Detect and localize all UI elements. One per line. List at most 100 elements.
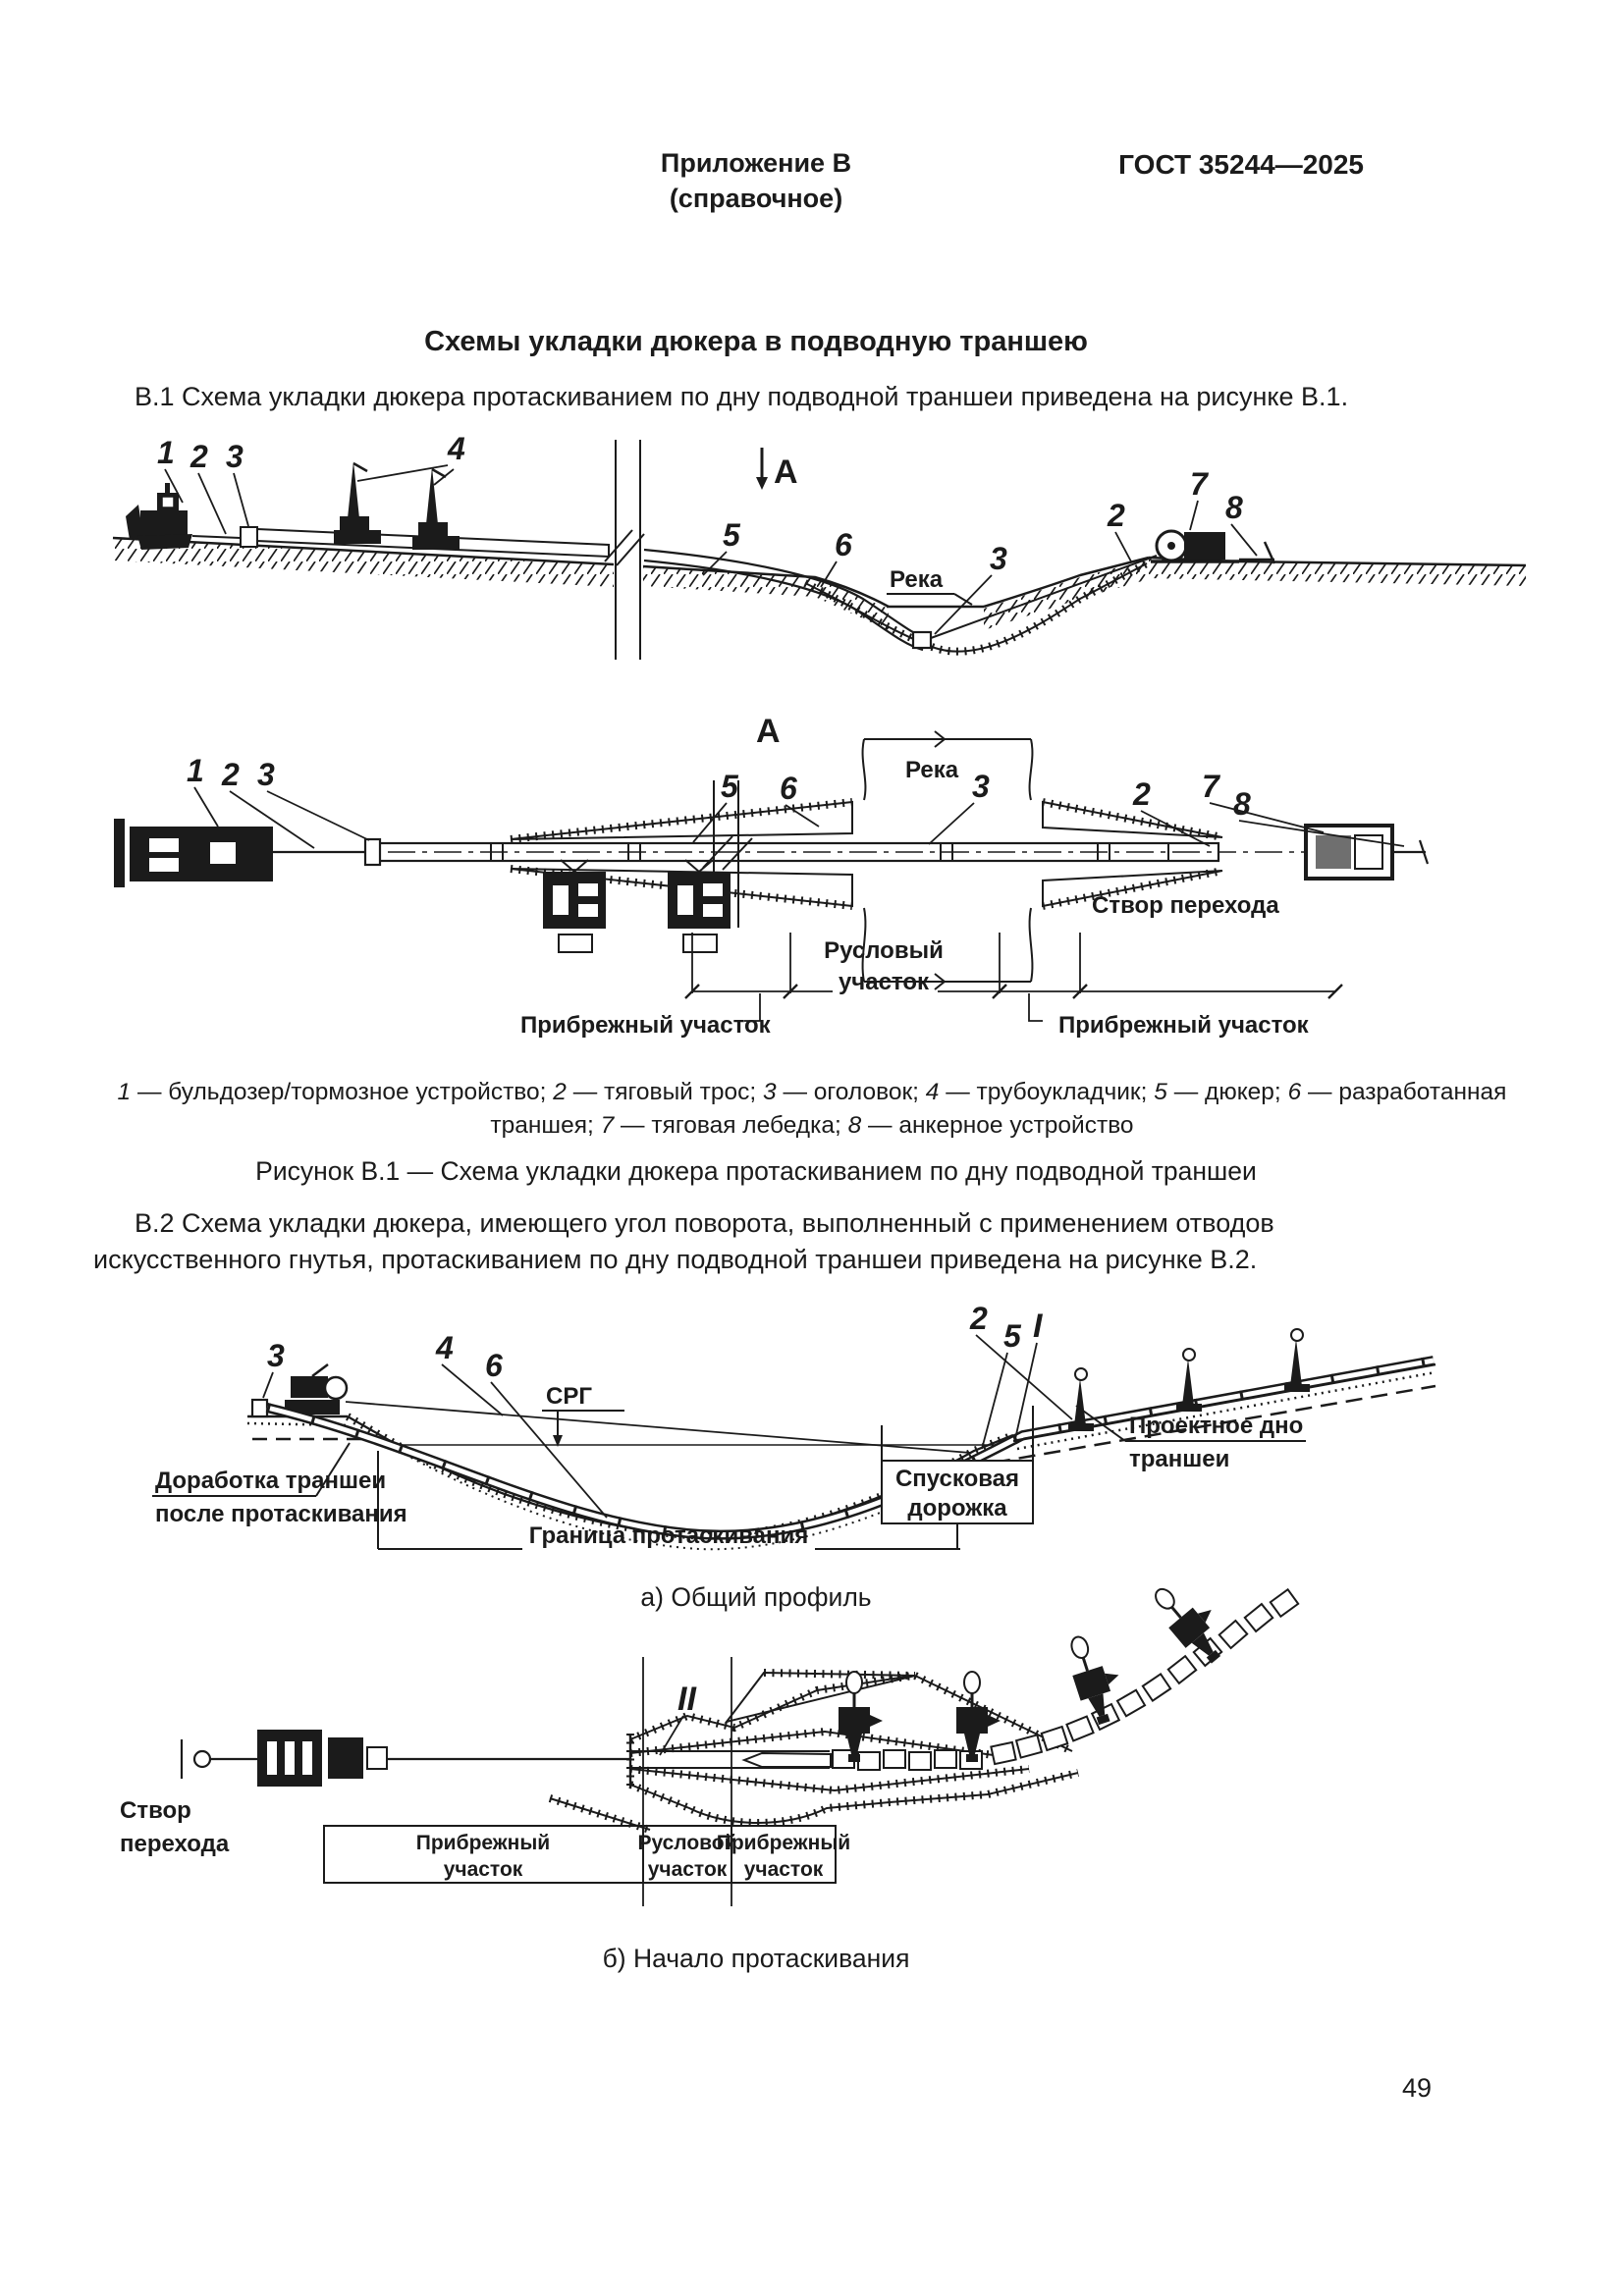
section-a-marker: А (756, 448, 798, 491)
crane-plan-icon (839, 1671, 883, 1762)
stvor-perekhoda-label: Створ перехода (1092, 892, 1279, 919)
figure-b1-legend: 1 — бульдозер/тормозное устройство; 2 — … (117, 1079, 1507, 1139)
section-ii-label: II (677, 1681, 697, 1718)
page-number: 49 (1401, 2073, 1432, 2103)
trench-plan-hatched (548, 1669, 1079, 1834)
bulldozer-plan-icon (114, 819, 365, 887)
label-2-right: 2 (1132, 776, 1151, 812)
river-label-group: Река (887, 566, 973, 606)
zone-left-label: Прибрежный участок (520, 1012, 772, 1039)
spuskovaya-line1: Спусковая (895, 1466, 1019, 1492)
label-2-right: 2 (1107, 498, 1125, 533)
davit-icon (1068, 1367, 1094, 1431)
appendix-heading: Приложение В (справочное) (93, 145, 1419, 216)
zone-mid-label2: участок (839, 969, 930, 995)
davit-icon (1176, 1348, 1202, 1412)
label-3: 3 (257, 757, 275, 792)
winch-icon (1151, 529, 1239, 563)
appendix-label: Приложение В (660, 148, 852, 178)
granitsa-bracket: Граница протаскивания (377, 1451, 960, 1550)
label-6: 6 (485, 1348, 503, 1383)
winch-plan-icon (1304, 824, 1430, 881)
figure-b2a-caption: а) Общий профиль (640, 1582, 872, 1612)
label-7: 7 (1202, 769, 1221, 804)
river-label: Река (890, 566, 944, 593)
spuskovaya-box: Спусковая дорожка (881, 1406, 1034, 1549)
label-3: 3 (267, 1338, 285, 1373)
zone-mid-line1: Русловой (637, 1832, 736, 1854)
zone-right-label: Прибрежный участок (1058, 1012, 1310, 1039)
pull-head-plan-icon (363, 837, 382, 867)
section-ii-marker: II (659, 1681, 697, 1756)
proekt-line2: траншеи (1129, 1446, 1229, 1472)
figure-b1-caption: Рисунок В.1 — Схема укладки дюкера прота… (255, 1156, 1257, 1186)
river-plan-label: Река (905, 757, 959, 783)
section-i-marker: I (1033, 1308, 1044, 1345)
label-3: 3 (226, 439, 244, 474)
label-6: 6 (835, 527, 852, 562)
crane-plan-icon (956, 1671, 1001, 1762)
label-4: 4 (447, 431, 465, 466)
crane-plan-icon (1070, 1635, 1119, 1726)
river-plan: Река (861, 730, 1034, 990)
figure-b1b-labels: 1 2 3 5 6 3 2 7 8 (187, 753, 1405, 849)
label-8: 8 (1225, 490, 1243, 525)
label-5: 5 (721, 769, 739, 804)
label-2: 2 (969, 1301, 988, 1336)
proekt-line1: Проектное дно (1129, 1413, 1303, 1439)
crane-plan-icon (1155, 1587, 1221, 1664)
doc-header: ГОСТ 35244—2025 (1118, 149, 1364, 180)
zone-left-line2: участок (444, 1858, 523, 1881)
stvor-line1: Створ (120, 1797, 191, 1824)
zone-dimensions (684, 933, 1343, 1022)
label-5: 5 (723, 517, 741, 553)
label-1: 1 (157, 435, 175, 470)
paragraph-b1: В.1 Схема укладки дюкера протаскиванием … (135, 382, 1349, 411)
ground-hatch (113, 539, 614, 587)
zone-left-line1: Прибрежный (416, 1832, 550, 1854)
zone-boxes: Прибрежный участок Русловой участок Приб… (323, 1825, 850, 1884)
traction-cable (930, 555, 1158, 639)
cable-line (345, 1401, 971, 1454)
figure-b2b-caption: б) Начало протаскивания (602, 1944, 910, 1973)
srg-label: СРГ (546, 1383, 592, 1410)
dorabotka-line2: после протаскивания (155, 1501, 407, 1527)
anchor-icon (1239, 541, 1276, 564)
label-6: 6 (780, 771, 797, 806)
label-2: 2 (189, 439, 208, 474)
zone-right-line1: Прибрежный (717, 1832, 850, 1854)
label-2: 2 (221, 757, 240, 792)
dorabotka-note: Доработка траншеи после протаскивания (152, 1442, 407, 1527)
pipelayer-icon (412, 467, 460, 550)
river-head-icon (911, 630, 933, 650)
davit-icon (1284, 1328, 1310, 1392)
label-7: 7 (1190, 466, 1210, 502)
figure-b1a-labels: 1 2 3 4 5 6 3 2 7 8 (157, 431, 1258, 635)
label-4: 4 (435, 1330, 454, 1365)
pipe-joints (490, 843, 1169, 861)
zone-right-line2: участок (744, 1858, 824, 1881)
pipelayer-plan-icon (543, 859, 606, 953)
stvor-line2: перехода (120, 1831, 230, 1857)
bulldozer-icon (126, 483, 192, 550)
design-bottom-line (993, 1384, 1436, 1465)
paragraph-b2: В.2 Схема укладки дюкера, имеющего угол … (93, 1208, 1274, 1274)
section-a-letter: А (774, 454, 798, 491)
label-8: 8 (1233, 786, 1251, 822)
page-title: Схемы укладки дюкера в подводную траншею (424, 326, 1088, 357)
spuskovaya-line2: дорожка (907, 1495, 1007, 1522)
label-3-center: 3 (972, 769, 990, 804)
srg-marker: СРГ (542, 1383, 624, 1447)
pull-rod-icon (741, 1751, 832, 1768)
pipeline-curve (643, 548, 928, 641)
winch-plan-icon (257, 1730, 630, 1787)
stvor-axis (180, 1739, 257, 1779)
appendix-kind: (справочное) (669, 184, 843, 213)
granitsa-label: Граница протаскивания (529, 1522, 808, 1549)
zone-mid-line2: участок (648, 1858, 728, 1881)
pipelayer-icon (334, 461, 381, 544)
